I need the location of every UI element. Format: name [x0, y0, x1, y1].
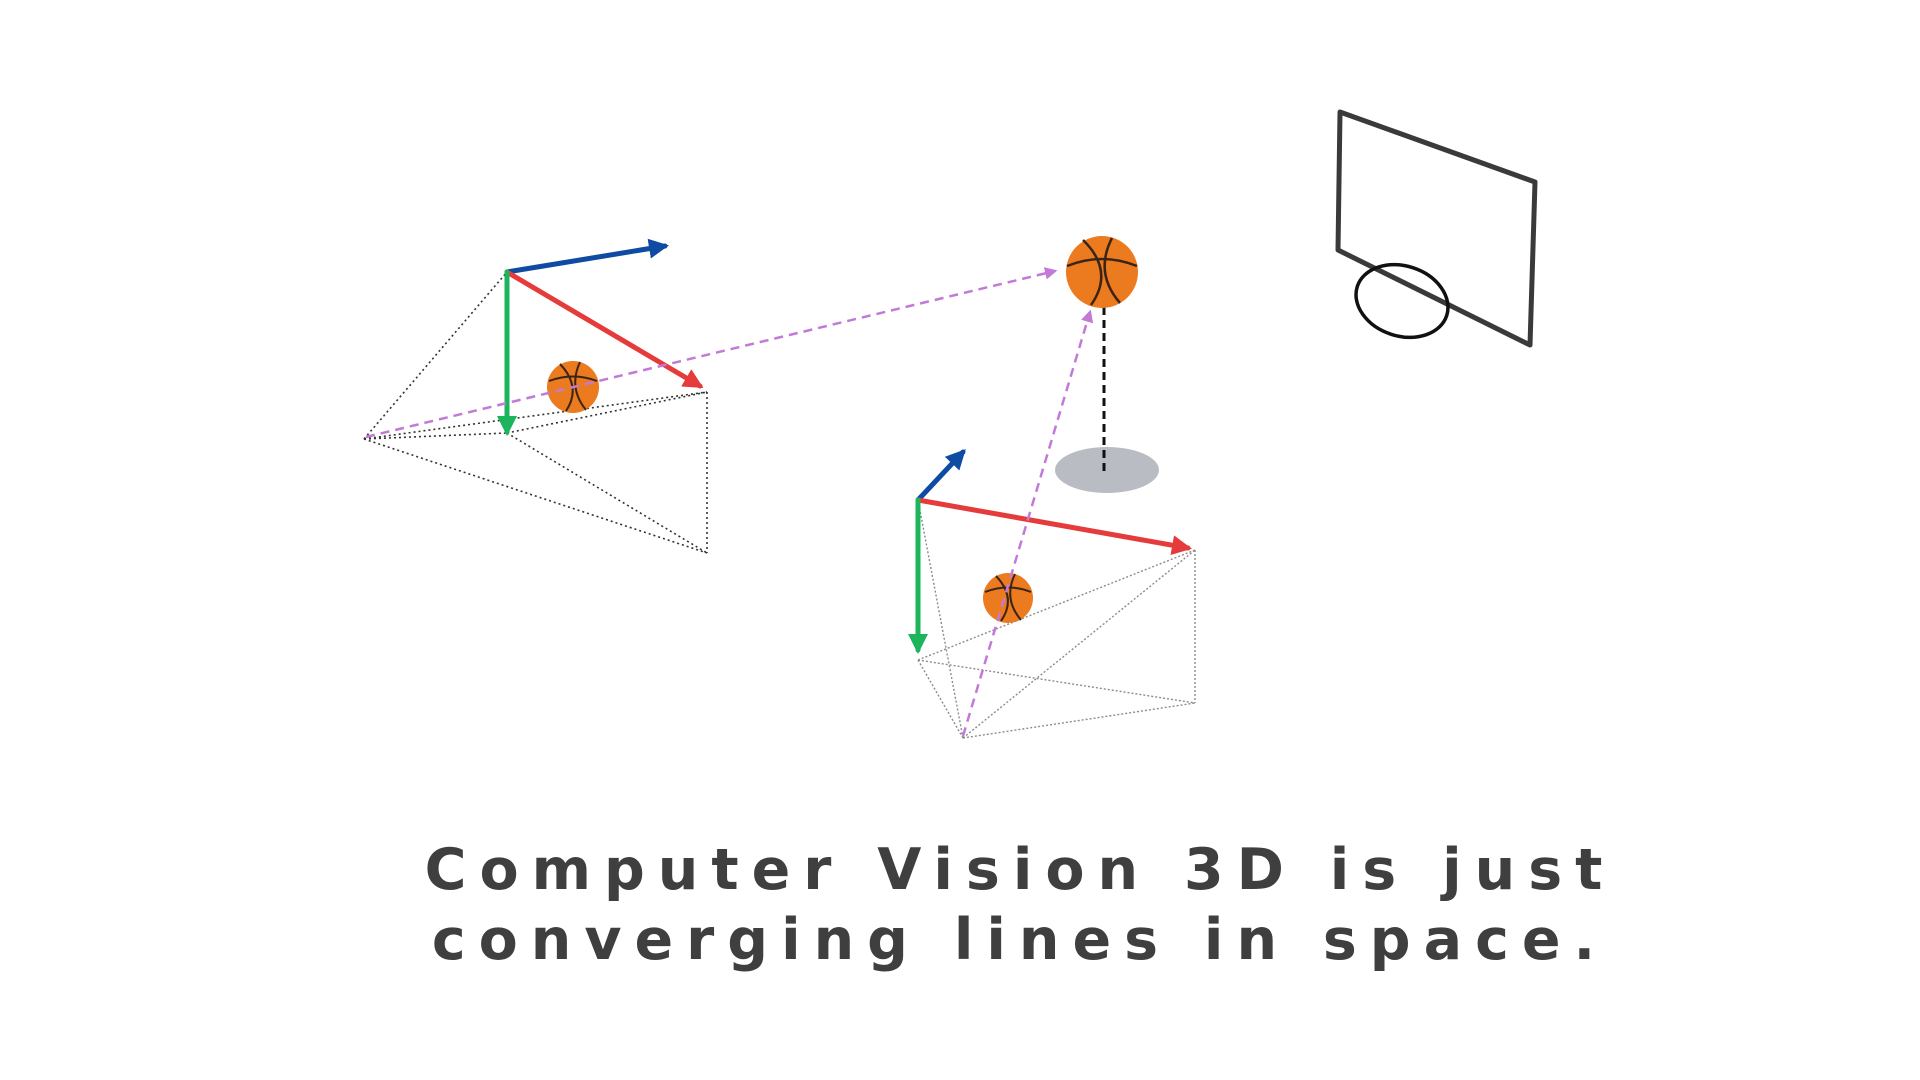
backboard	[1335, 109, 1538, 348]
camera-2-image-ball	[983, 573, 1033, 623]
camera-2-ray	[961, 309, 1094, 737]
triangulated-ball	[1055, 236, 1159, 493]
camera-1-frustum	[363, 271, 708, 554]
camera-1-ray	[365, 267, 1058, 439]
camera-2	[908, 309, 1196, 739]
camera-1	[363, 238, 1058, 554]
camera-2-frustum	[917, 499, 1196, 739]
camera-1-axes	[497, 238, 704, 436]
camera-2-axes	[908, 449, 1192, 654]
caption: Computer Vision 3D is just converging li…	[0, 835, 1920, 975]
hoop-rim	[1354, 262, 1450, 340]
caption-line-2: converging lines in space.	[431, 907, 1609, 973]
basketball-hoop-icon	[1335, 109, 1538, 348]
ball-ground-shadow	[1055, 447, 1159, 493]
caption-line-1: Computer Vision 3D is just	[424, 837, 1616, 903]
basketball-icon	[1066, 236, 1138, 308]
